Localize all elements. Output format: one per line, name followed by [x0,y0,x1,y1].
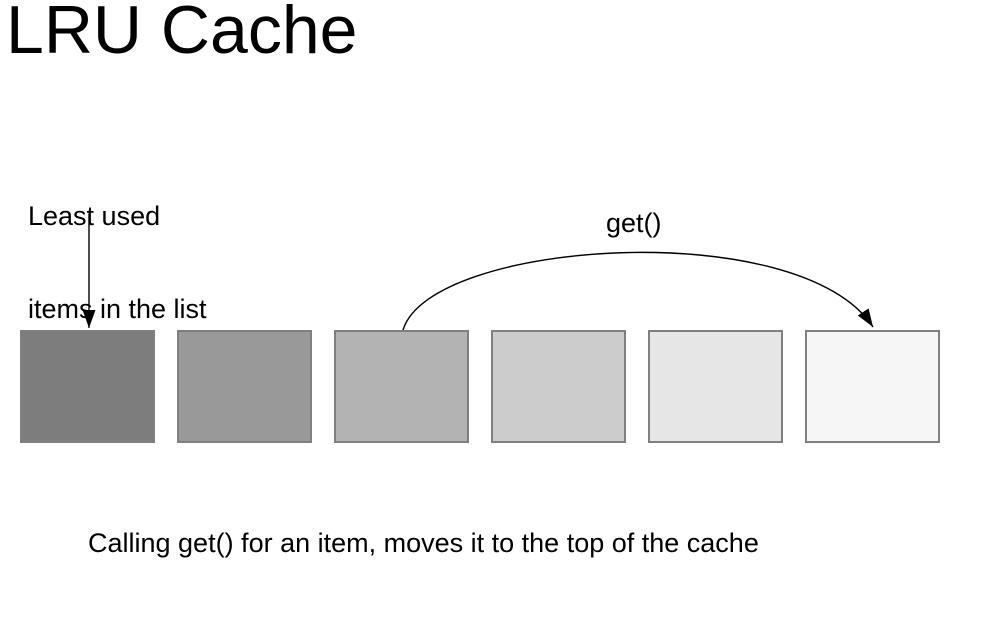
least-used-label-line2: items in the list [28,294,207,324]
page-title: LRU Cache [6,0,358,68]
get-arrow [402,251,874,331]
least-used-label: Least used items in the list [28,139,207,387]
cache-item-6 [805,330,940,443]
least-used-label-line1: Least used [28,201,161,231]
get-label: get() [606,208,662,238]
cache-item-1 [20,330,155,443]
cache-item-5 [648,330,783,443]
cache-items-row [20,330,940,443]
cache-item-3 [334,330,469,443]
cache-item-2 [177,330,312,443]
caption: Calling get() for an item, moves it to t… [88,528,759,558]
cache-item-4 [491,330,626,443]
